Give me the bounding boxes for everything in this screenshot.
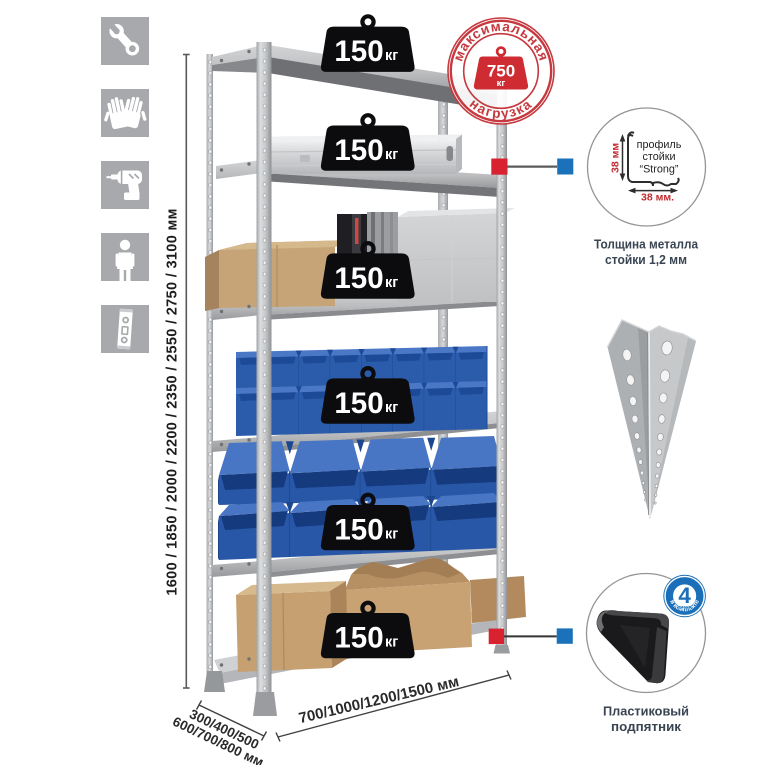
svg-text:штуки: штуки: [678, 605, 692, 610]
svg-text:кг: кг: [497, 78, 506, 89]
svg-text:Пластиковый: Пластиковый: [603, 704, 689, 719]
svg-text:“Strong”: “Strong”: [639, 164, 678, 176]
svg-text:подпятник: подпятник: [611, 719, 681, 734]
svg-text:150: 150: [334, 35, 383, 68]
svg-text:38 мм.: 38 мм.: [641, 192, 674, 204]
svg-text:1600 / 1850 / 2000 / 2200 / 23: 1600 / 1850 / 2000 / 2200 / 2350 / 2550 …: [165, 208, 181, 595]
svg-text:700/1000/1200/1500 мм: 700/1000/1200/1500 мм: [297, 673, 461, 727]
svg-text:кг: кг: [385, 48, 398, 64]
svg-text:профиль: профиль: [637, 139, 682, 151]
svg-text:38 мм: 38 мм: [610, 143, 622, 173]
svg-text:стойки 1,2 мм: стойки 1,2 мм: [605, 252, 687, 267]
svg-text:стойки: стойки: [642, 151, 675, 163]
svg-text:750: 750: [487, 62, 515, 81]
svg-text:4: 4: [678, 583, 691, 608]
svg-text:Толщина металла: Толщина металла: [594, 237, 699, 252]
